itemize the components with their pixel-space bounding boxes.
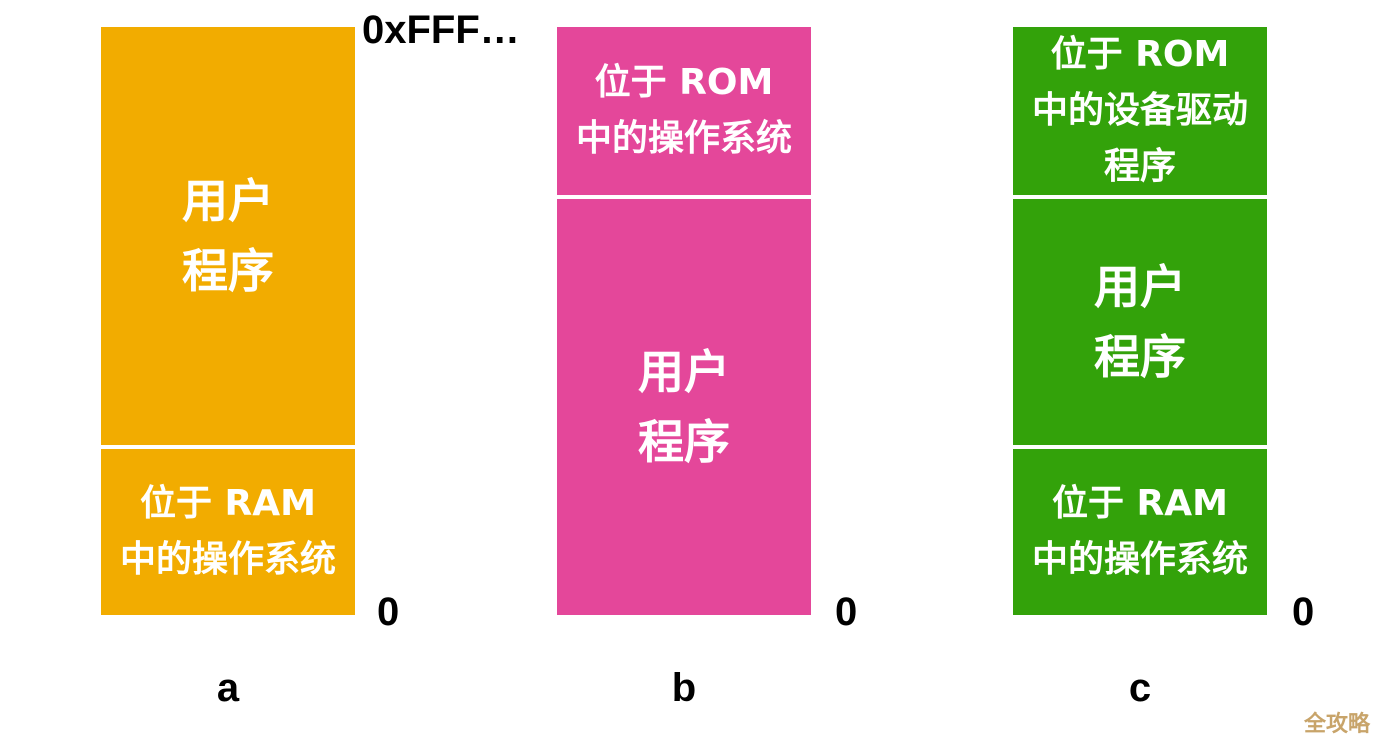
block-label: 位于 RAM 中的操作系统 [119, 483, 336, 580]
block-label: 用户 程序 [1094, 260, 1186, 384]
block-label: 位于 RAM 中的操作系统 [1031, 483, 1248, 580]
os-in-rom-block: 位于 ROM 中的操作系统 [557, 27, 811, 195]
block-label: 位于 ROM 中的操作系统 [575, 62, 792, 159]
label-b: b [671, 666, 697, 710]
watermark: 全攻略 [1303, 712, 1370, 737]
bottom-address-b: 0 [835, 590, 858, 634]
block-label: 用户 程序 [638, 345, 730, 469]
memory-layout-a: 用户 程序 位于 RAM 中的操作系统 [101, 27, 355, 615]
bottom-address-a: 0 [377, 590, 400, 634]
memory-layout-c: 位于 ROM 中的设备驱动 程序 用户 程序 位于 RAM 中的操作系统 [1013, 27, 1267, 615]
user-program-block: 用户 程序 [557, 199, 811, 615]
user-program-block: 用户 程序 [101, 27, 355, 445]
label-c: c [1128, 666, 1152, 710]
user-program-block: 用户 程序 [1013, 199, 1267, 445]
os-in-ram-block: 位于 RAM 中的操作系统 [1013, 449, 1267, 615]
memory-layout-b: 位于 ROM 中的操作系统 用户 程序 [557, 27, 811, 615]
os-in-ram-block: 位于 RAM 中的操作系统 [101, 449, 355, 615]
block-label: 位于 ROM 中的设备驱动 程序 [1031, 34, 1248, 187]
block-label: 用户 程序 [182, 174, 274, 298]
label-a: a [216, 666, 240, 710]
bottom-address-c: 0 [1292, 590, 1315, 634]
device-drivers-in-rom-block: 位于 ROM 中的设备驱动 程序 [1013, 27, 1267, 195]
top-address-label: 0xFFF… [362, 8, 520, 52]
